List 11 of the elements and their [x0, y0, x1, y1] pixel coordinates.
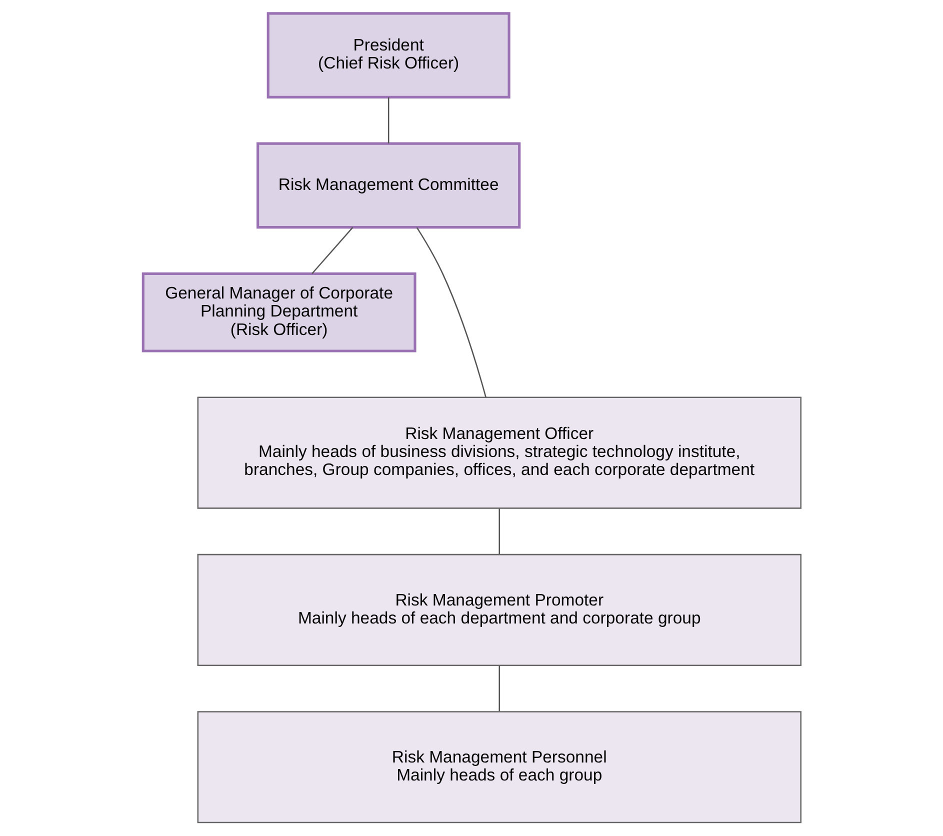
connector — [416, 227, 486, 398]
node-box: Risk Management Officer Mainly heads of business divisions, strategic technology institute, branches, Group companies, offices, and each corporate department — [196, 396, 801, 509]
node-box: Risk Management Personnel Mainly heads of each group — [196, 711, 801, 824]
connector — [498, 666, 500, 712]
node-box: Risk Management Promoter Mainly heads of each department and corporate group — [196, 554, 801, 666]
connector — [498, 508, 500, 554]
connector — [311, 227, 353, 274]
node-box: Risk Management Committee — [256, 142, 520, 229]
node-box: General Manager of Corporate Planning Department (Risk Officer) — [141, 272, 416, 352]
node-box: President (Chief Risk Officer) — [266, 12, 510, 98]
connector — [387, 97, 389, 144]
